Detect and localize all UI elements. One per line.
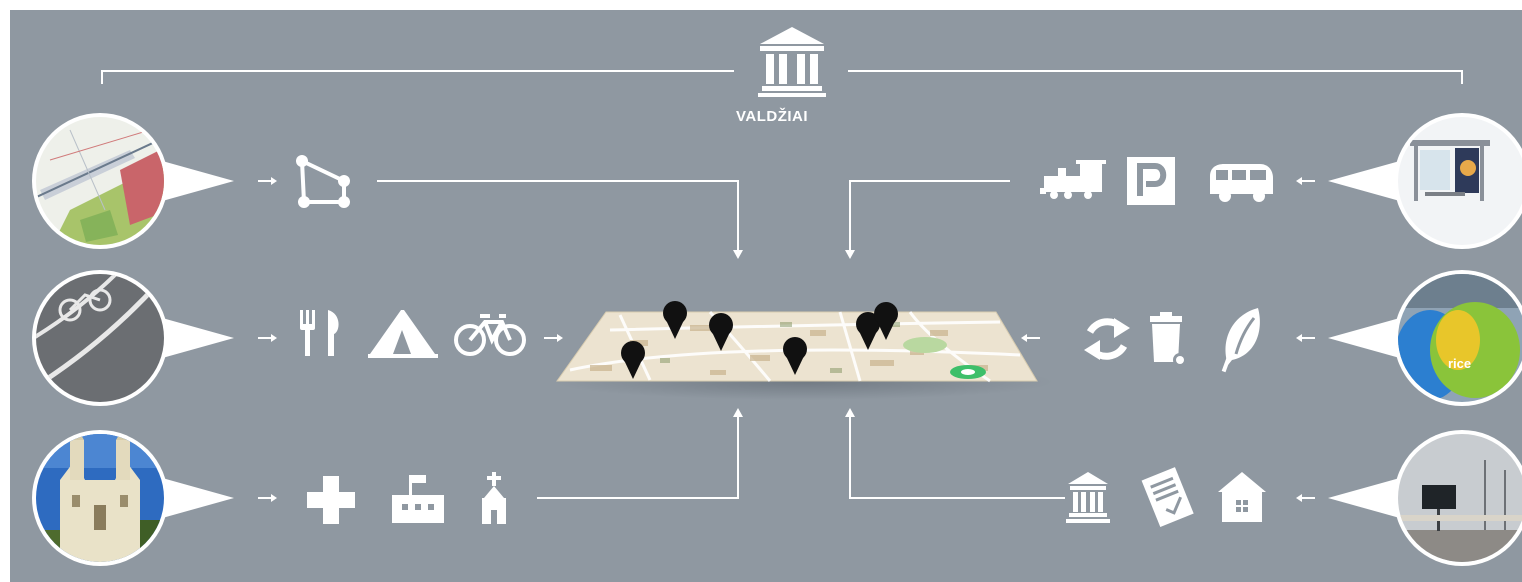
map-pin[interactable] [663,301,687,339]
cadastral-map-photo [36,117,164,245]
fork-knife-icon [300,310,339,356]
map-pin[interactable] [783,337,807,375]
government-building-icon [758,27,826,97]
small-arrows [258,177,1315,502]
camping-tent-icon [368,310,438,358]
diagram-panel: rice [10,10,1522,582]
bubble-bus-stop [1328,113,1522,249]
map-pin[interactable] [621,341,645,379]
polygon-area-icon [296,155,350,208]
government-label: VALDŽIAI [735,108,809,125]
recycling-bin-text: rice [1448,356,1471,371]
bicycle-icon [454,314,526,356]
recycle-icon [1084,318,1130,360]
map-pin[interactable] [874,302,898,340]
connector-lines [377,180,1065,499]
school-flag-icon [392,475,444,523]
house-icon [1218,472,1266,522]
bubble-roadside-billboard [1328,430,1522,566]
bus-icon [1210,164,1273,202]
leaf-icon [1221,308,1260,373]
map-pins [621,301,898,379]
parking-icon [1127,157,1175,205]
baroque-church-photo [36,434,164,562]
document-check-icon [1141,467,1194,527]
government-bracket [101,70,1463,84]
bubble-recycling-containers: rice [1328,270,1522,406]
diagram-canvas: rice [32,27,1522,566]
church-icon [482,472,506,524]
waste-bin-icon [1150,312,1187,367]
map-pin[interactable] [856,312,880,350]
connector-arrowheads [733,250,855,417]
bike-lane-photo [36,274,164,402]
bubble-cadastral-map [32,113,234,249]
bubble-baroque-church [32,430,234,566]
bubble-bike-lane [32,270,234,406]
train-icon [1040,160,1106,199]
bus-stop-photo [1398,117,1522,245]
medical-cross-icon [307,476,355,524]
map-pin[interactable] [709,313,733,351]
recycling-containers-photo: rice [1398,274,1522,402]
institution-icon [1066,472,1110,523]
